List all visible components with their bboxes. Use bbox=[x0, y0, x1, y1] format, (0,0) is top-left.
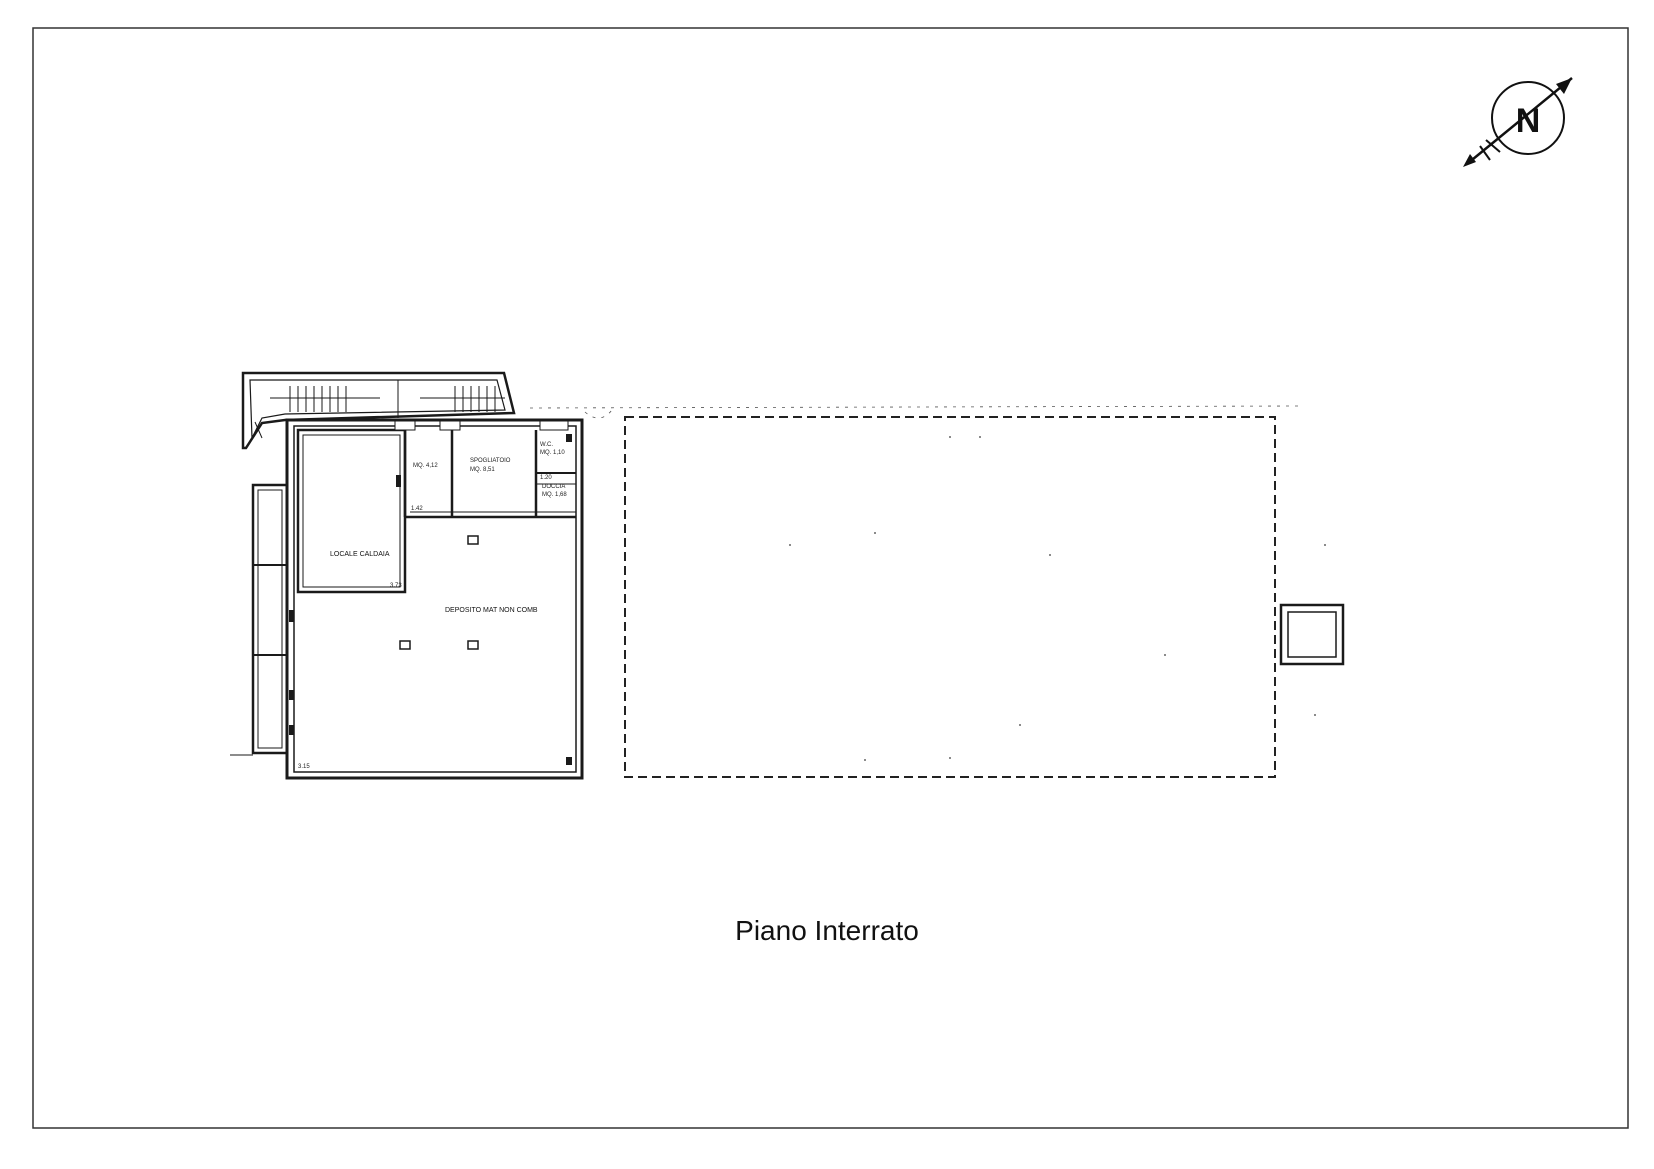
outer-wall bbox=[285, 418, 584, 780]
label-spogliatoio-sup: MQ. 8,51 bbox=[470, 467, 495, 473]
label-wc-sup: MQ. 4,12 bbox=[413, 463, 438, 469]
label-wc: W.C. bbox=[540, 442, 553, 448]
label-spogliatoio: SPOGLIATOIO bbox=[470, 458, 511, 464]
label-doccia: DOCCIA bbox=[542, 484, 565, 490]
pillar bbox=[467, 640, 479, 650]
pillar bbox=[467, 535, 479, 545]
dim-caldaia-width: 3.73 bbox=[390, 583, 402, 589]
north-label: N bbox=[1516, 102, 1541, 140]
plan-caption: Piano Interrato bbox=[735, 915, 919, 946]
sheet-border bbox=[32, 27, 1629, 1129]
stair-block bbox=[241, 371, 516, 450]
pillar bbox=[399, 640, 411, 650]
label-wc-mq: MQ. 1,10 bbox=[540, 450, 565, 456]
label-deposito: DEPOSITO MAT NON COMB bbox=[445, 607, 538, 614]
dim-deposito-corner: 3.15 bbox=[298, 764, 310, 770]
room-locale-caldaia bbox=[296, 428, 407, 594]
north-arrow-icon: N bbox=[1463, 77, 1573, 167]
dashed-area-outline bbox=[624, 416, 1276, 778]
annex-square bbox=[1279, 603, 1345, 666]
faint-traces bbox=[529, 405, 1301, 419]
label-doccia-mq: MQ. 1,68 bbox=[542, 492, 567, 498]
dim-h-mark: 1.42 bbox=[411, 506, 423, 512]
plan-specks bbox=[789, 436, 1326, 761]
building-plan bbox=[230, 371, 584, 780]
cavity-wall bbox=[230, 483, 289, 756]
label-locale-caldaia: LOCALE CALDAIA bbox=[330, 551, 390, 558]
dim-corridor-height: 1.20 bbox=[540, 475, 552, 481]
